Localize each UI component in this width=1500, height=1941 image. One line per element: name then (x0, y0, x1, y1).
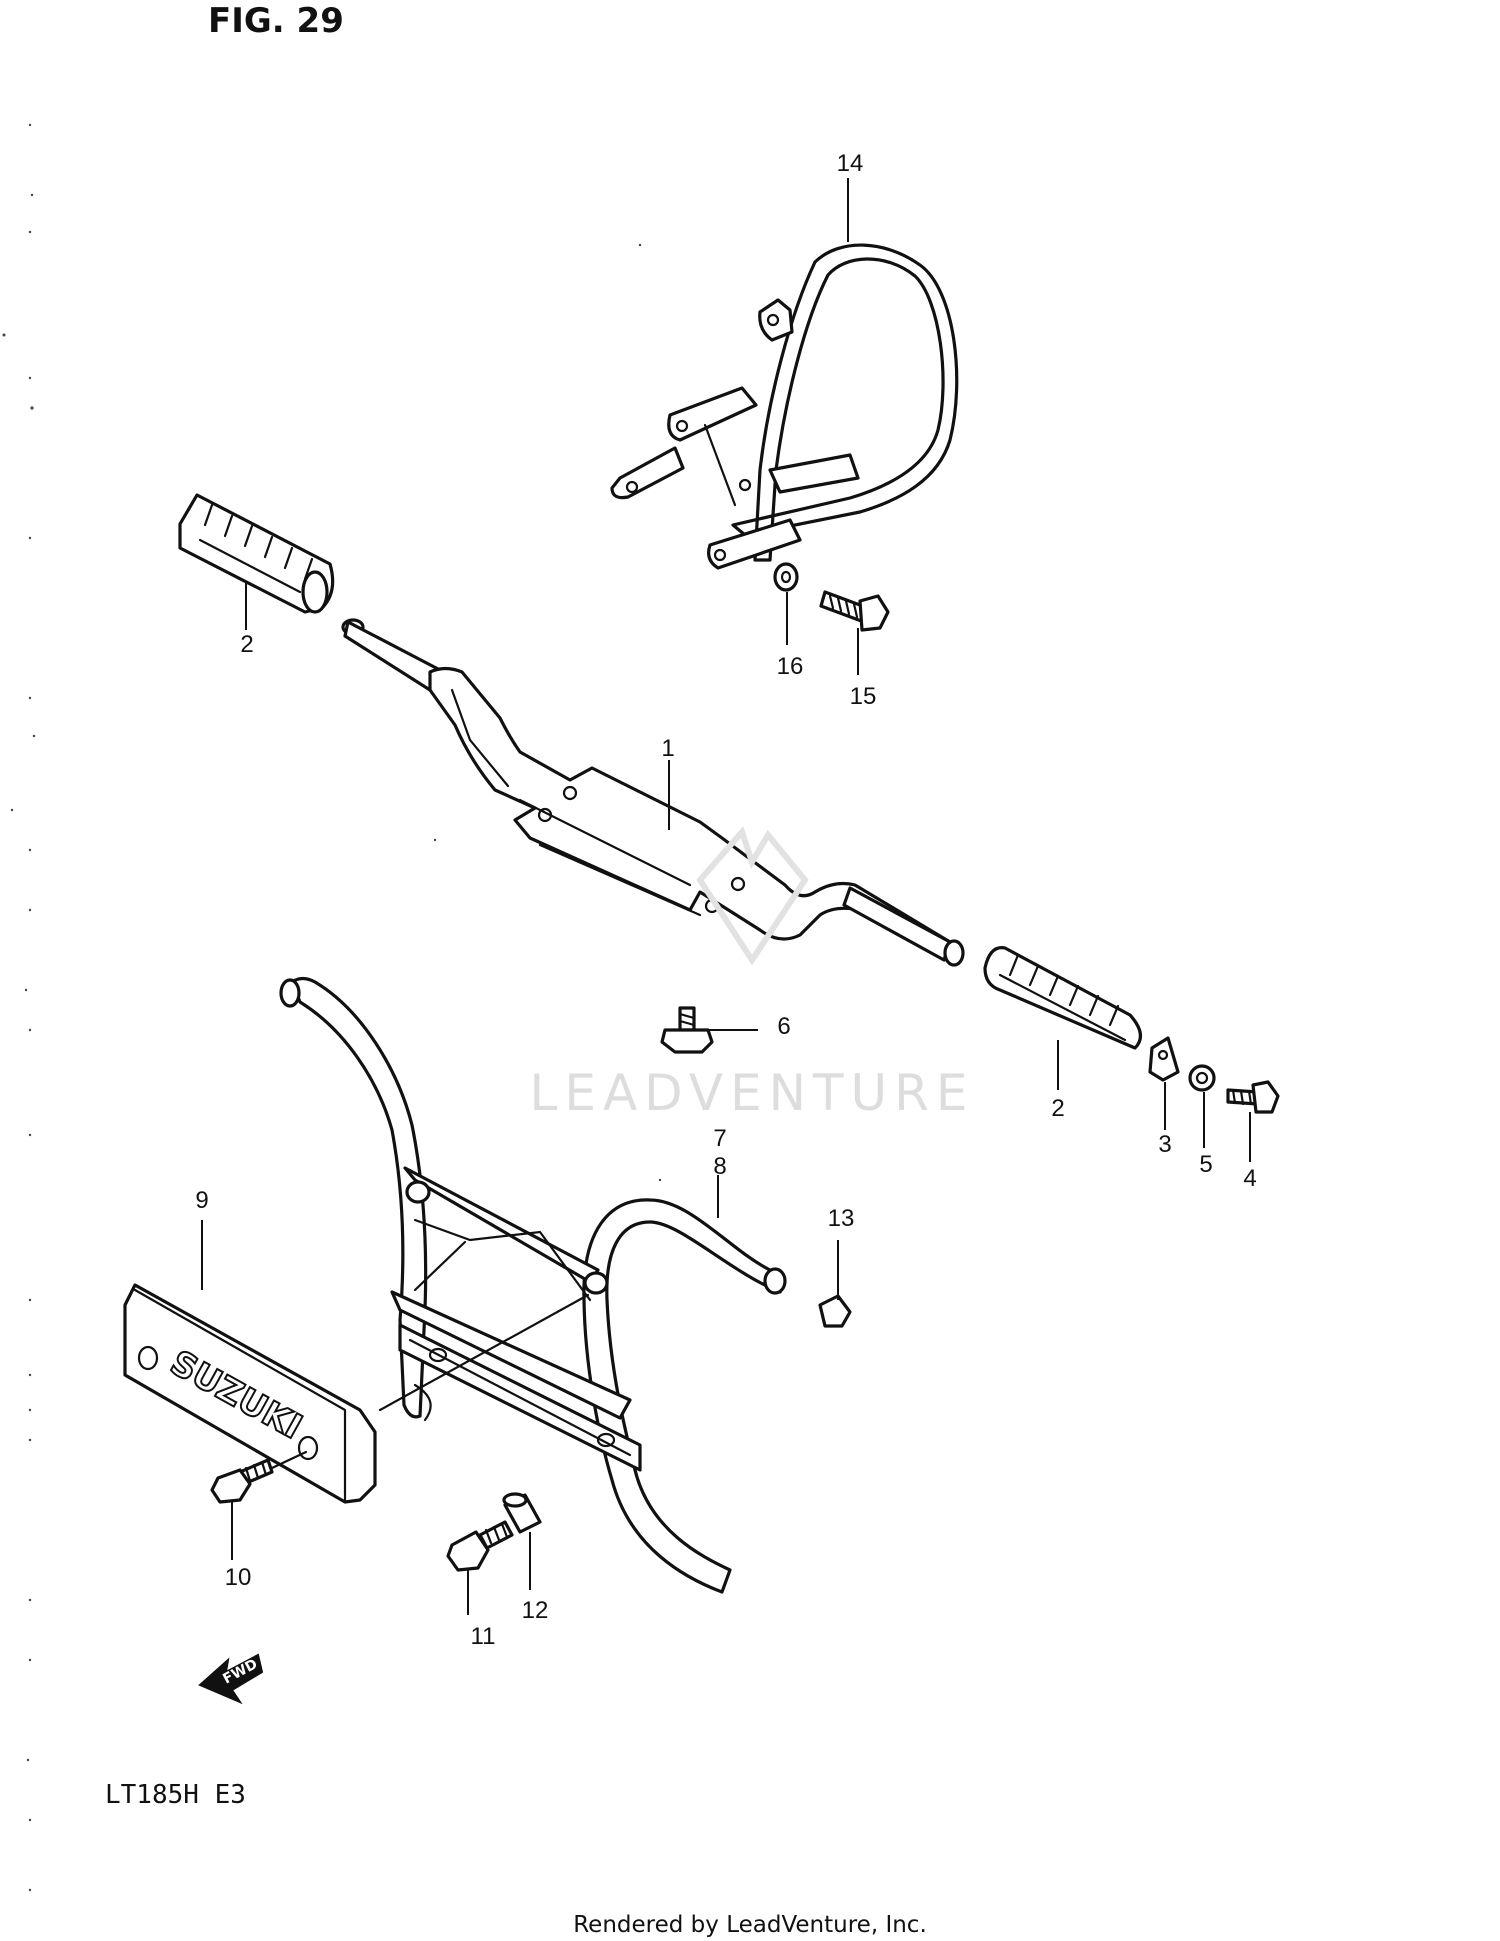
callout-7: 7 (713, 1125, 726, 1152)
callout-15: 15 (850, 683, 877, 710)
callout-16: 16 (777, 653, 804, 680)
callout-9: 9 (195, 1187, 208, 1214)
part-3-plate (1148, 1036, 1180, 1082)
part-4-bolt (1226, 1080, 1280, 1114)
callout-4: 4 (1243, 1165, 1256, 1192)
watermark-text: LEADVENTURE (530, 1064, 975, 1122)
part-15-bolt (819, 590, 890, 632)
callout-1: 1 (661, 735, 674, 762)
callout-12: 12 (522, 1597, 549, 1624)
fwd-arrow-icon: FWD (198, 1653, 264, 1705)
figure-title: FIG. 29 (208, 1, 344, 41)
part-2-footrest-rubber-right (983, 946, 1142, 1050)
part-14-grab-bar (610, 243, 959, 570)
scan-specks (2, 123, 662, 1892)
callout-2-right: 2 (1051, 1095, 1064, 1122)
part-9-emblem-plate: SUZUKI (123, 1283, 377, 1504)
callout-10: 10 (225, 1564, 252, 1591)
callout-14: 14 (837, 150, 864, 177)
part-2-footrest-rubber-left (178, 493, 335, 614)
callout-6: 6 (777, 1013, 790, 1040)
callout-3: 3 (1158, 1131, 1171, 1158)
callout-8: 8 (713, 1153, 726, 1180)
callout-2-left: 2 (240, 631, 253, 658)
callout-11: 11 (471, 1623, 496, 1650)
render-credit: Rendered by LeadVenture, Inc. (573, 1912, 927, 1938)
part-5-washer (1188, 1064, 1216, 1092)
part-1-footrest-bar (341, 618, 965, 967)
model-code: LT185H E3 (105, 1780, 246, 1810)
part-10-mount-line (270, 1450, 308, 1470)
part-10-bolt (210, 1458, 274, 1504)
part-16-washer (773, 562, 799, 592)
part-9-mount-line (378, 1293, 590, 1412)
callout-13: 13 (828, 1205, 855, 1232)
part-7-8-front-guard (279, 976, 787, 1594)
watermark-logo-icon (696, 826, 809, 966)
callout-labels: 14 16 15 2 1 6 2 3 5 4 7 8 13 9 10 11 12 (195, 150, 1256, 1650)
leader-lines (201, 178, 1251, 1615)
callout-5: 5 (1199, 1151, 1212, 1178)
part-6-bolt (660, 1006, 714, 1054)
watermark: LEADVENTURE (530, 826, 975, 1122)
part-11-bolt (446, 1520, 514, 1572)
part-12-collar (502, 1492, 542, 1534)
part-13-cap (818, 1294, 852, 1328)
